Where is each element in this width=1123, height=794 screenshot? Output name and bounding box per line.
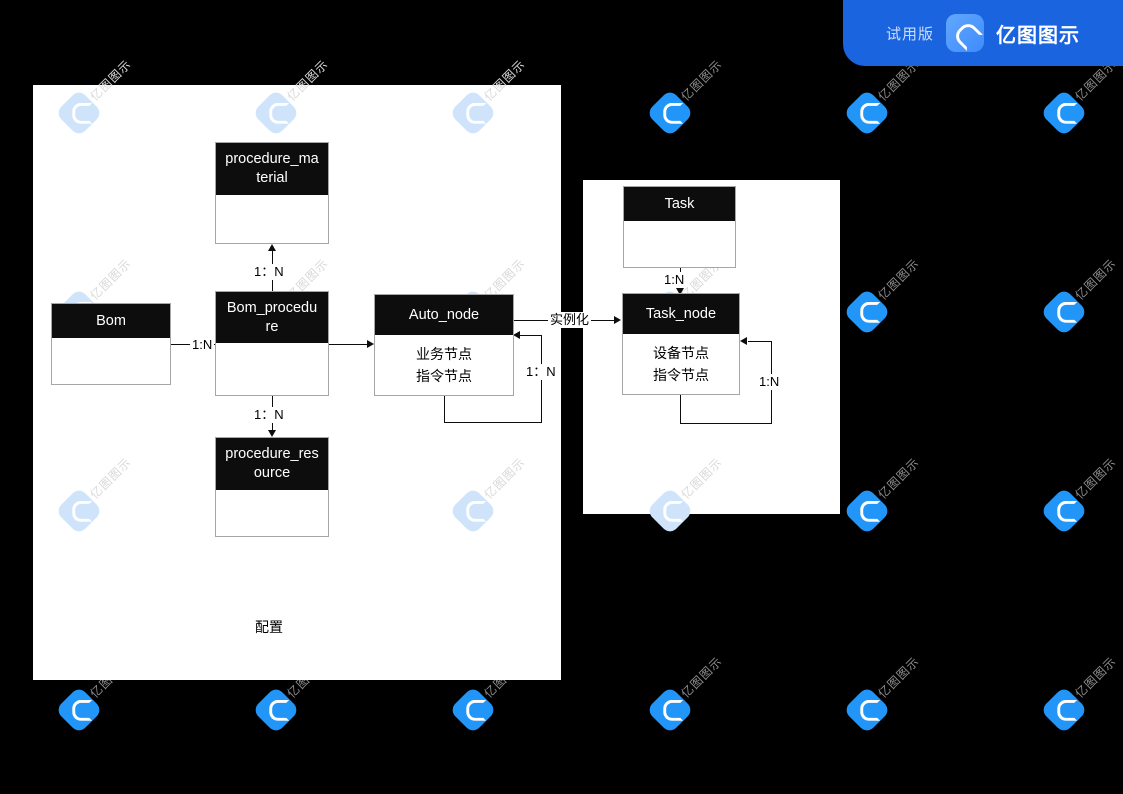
watermark-text: 亿图图示 [678, 654, 726, 701]
watermark-tile: 亿图图示 [448, 654, 576, 737]
watermark-tile: 亿图图示 [251, 654, 379, 737]
entity-procedure-resource[interactable]: procedure_res ource [215, 437, 329, 537]
connector-bom-procedure-to-auto-node [329, 344, 367, 345]
watermark-tile: 亿图图示 [1039, 57, 1123, 140]
entity-task[interactable]: Task [623, 186, 736, 268]
watermark-text: 亿图图示 [875, 654, 923, 701]
entity-procedure-material[interactable]: procedure_ma terial [215, 142, 329, 244]
entity-title-procedure-resource: procedure_res ource [216, 438, 328, 490]
entity-body-auto-node: 业务节点 指令节点 [375, 335, 513, 395]
edge-label-task-to-task-node: 1:N [662, 272, 687, 288]
entity-body-procedure-material [216, 195, 328, 243]
entity-title-auto-node: Auto_node [375, 295, 513, 335]
entity-title-task: Task [624, 187, 735, 221]
edraw-watermark-icon [448, 685, 498, 735]
watermark-tile: 亿图图示 [842, 654, 970, 737]
edraw-watermark-icon [842, 88, 892, 138]
entity-body-bom-procedure [216, 343, 328, 395]
watermark-tile: 亿图图示 [645, 654, 773, 737]
trial-badge[interactable]: 试用版 亿图图示 [843, 0, 1123, 66]
watermark-text: 亿图图示 [678, 57, 726, 104]
watermark-tile: 亿图图示 [842, 256, 970, 339]
arrowhead-to-procedure-resource [268, 430, 276, 437]
label-configuration: 配置 [255, 619, 283, 635]
watermark-tile: 亿图图示 [54, 654, 182, 737]
watermark-tile: 亿图图示 [842, 57, 970, 140]
connector-task-node-self-top [748, 341, 772, 342]
watermark-tile: 亿图图示 [1039, 455, 1123, 538]
edraw-watermark-icon [1039, 287, 1089, 337]
watermark-tile: 亿图图示 [1039, 256, 1123, 339]
entity-title-bom: Bom [52, 304, 170, 338]
watermark-text: 亿图图示 [875, 256, 923, 303]
connector-auto-node-self-bottom [444, 422, 542, 423]
edge-label-bom-procedure-to-material: 1：N [252, 264, 286, 280]
watermark-text: 亿图图示 [875, 455, 923, 502]
arrowhead-task-node-self [740, 337, 747, 345]
watermark-tile: 亿图图示 [1039, 654, 1123, 737]
edraw-watermark-icon [1039, 486, 1089, 536]
entity-body-task [624, 221, 735, 267]
edge-label-bom-procedure-to-resource: 1：N [252, 407, 286, 423]
arrowhead-auto-node-self [513, 331, 520, 339]
edraw-watermark-icon [251, 685, 301, 735]
entity-body-task-node: 设备节点 指令节点 [623, 334, 739, 394]
watermark-text: 亿图图示 [1072, 654, 1120, 701]
entity-auto-node[interactable]: Auto_node 业务节点 指令节点 [374, 294, 514, 396]
watermark-tile: 亿图图示 [645, 57, 773, 140]
edraw-watermark-icon [842, 685, 892, 735]
entity-title-bom-procedure: Bom_procedu re [216, 292, 328, 343]
entity-body-procedure-resource [216, 490, 328, 536]
watermark-text: 亿图图示 [1072, 455, 1120, 502]
edraw-watermark-icon [645, 685, 695, 735]
edge-label-auto-node-self: 1：N [524, 364, 558, 380]
edge-label-instantiate: 实例化 [548, 312, 592, 328]
edraw-watermark-icon [842, 486, 892, 536]
connector-task-node-self-down [680, 395, 681, 424]
edraw-watermark-icon [1039, 88, 1089, 138]
edraw-watermark-icon [645, 88, 695, 138]
edraw-watermark-icon [54, 685, 104, 735]
edraw-watermark-icon [1039, 685, 1089, 735]
watermark-text: 亿图图示 [1072, 256, 1120, 303]
arrowhead-to-procedure-material [268, 244, 276, 251]
entity-title-task-node: Task_node [623, 294, 739, 334]
connector-auto-node-self-top [520, 335, 542, 336]
entity-task-node[interactable]: Task_node 设备节点 指令节点 [622, 293, 740, 395]
edraw-logo-icon [946, 14, 984, 52]
connector-task-node-self-bottom [680, 423, 772, 424]
entity-body-bom [52, 338, 170, 384]
watermark-tile: 亿图图示 [842, 455, 970, 538]
connector-auto-node-self-down [444, 396, 445, 423]
arrowhead-to-task-node [614, 316, 621, 324]
trial-label: 试用版 [885, 25, 934, 43]
entity-bom[interactable]: Bom [51, 303, 171, 385]
edraw-watermark-icon [842, 287, 892, 337]
entity-title-procedure-material: procedure_ma terial [216, 143, 328, 195]
brand-name: 亿图图示 [996, 24, 1080, 47]
entity-bom-procedure[interactable]: Bom_procedu re [215, 291, 329, 396]
edge-label-task-node-self: 1:N [757, 374, 782, 390]
edge-label-bom-to-bom-procedure: 1:N [190, 337, 215, 353]
arrowhead-to-auto-node [367, 340, 374, 348]
